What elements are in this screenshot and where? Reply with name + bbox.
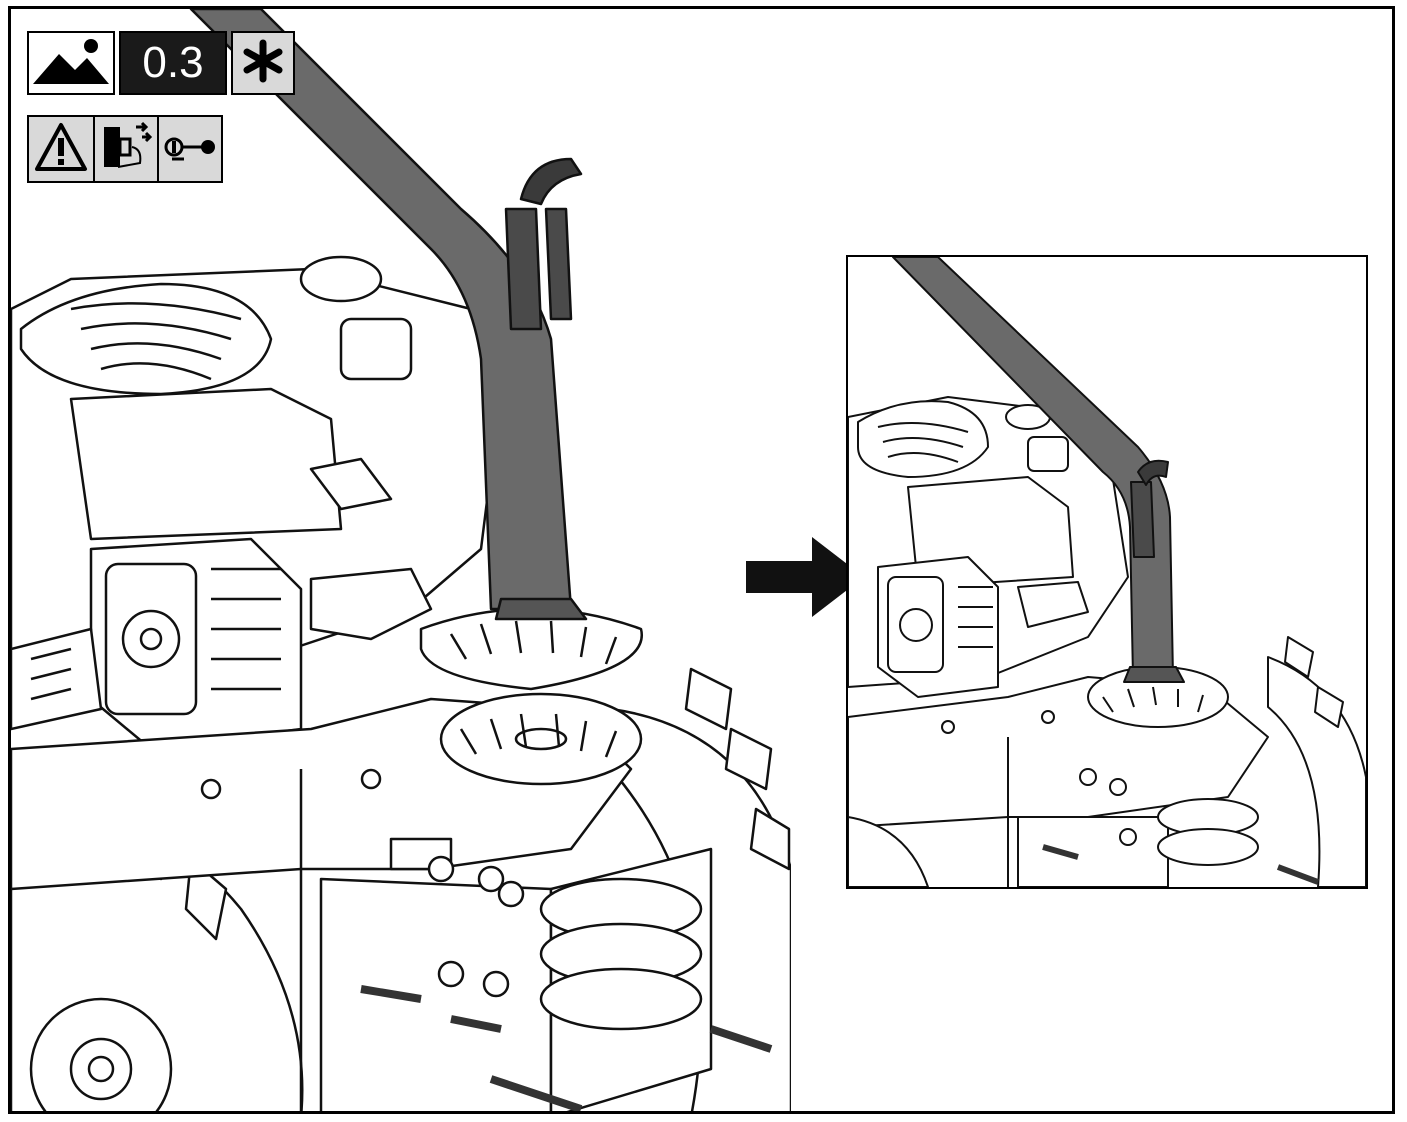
time-badge: 0.3 — [119, 31, 227, 95]
tool-badge — [231, 31, 295, 95]
right-arrow-icon — [746, 537, 864, 617]
main-illustration — [11, 9, 791, 1111]
safety-icons-row — [27, 115, 223, 183]
image-badge — [27, 31, 115, 95]
asterisk-icon — [241, 39, 285, 88]
key-cell — [157, 117, 221, 181]
detail-illustration — [848, 257, 1366, 887]
time-value: 0.3 — [142, 38, 204, 87]
detail-inset — [846, 255, 1368, 889]
spark-plug-cell — [93, 117, 157, 181]
header-badges: 0.3 — [27, 31, 295, 95]
warning-cell — [29, 117, 93, 181]
remove-key-icon — [162, 127, 218, 172]
mountain-image-icon — [31, 36, 111, 91]
disconnect-spark-plug-icon — [98, 119, 154, 180]
page-frame: 0.3 — [8, 6, 1395, 1114]
warning-triangle-icon — [33, 121, 89, 178]
